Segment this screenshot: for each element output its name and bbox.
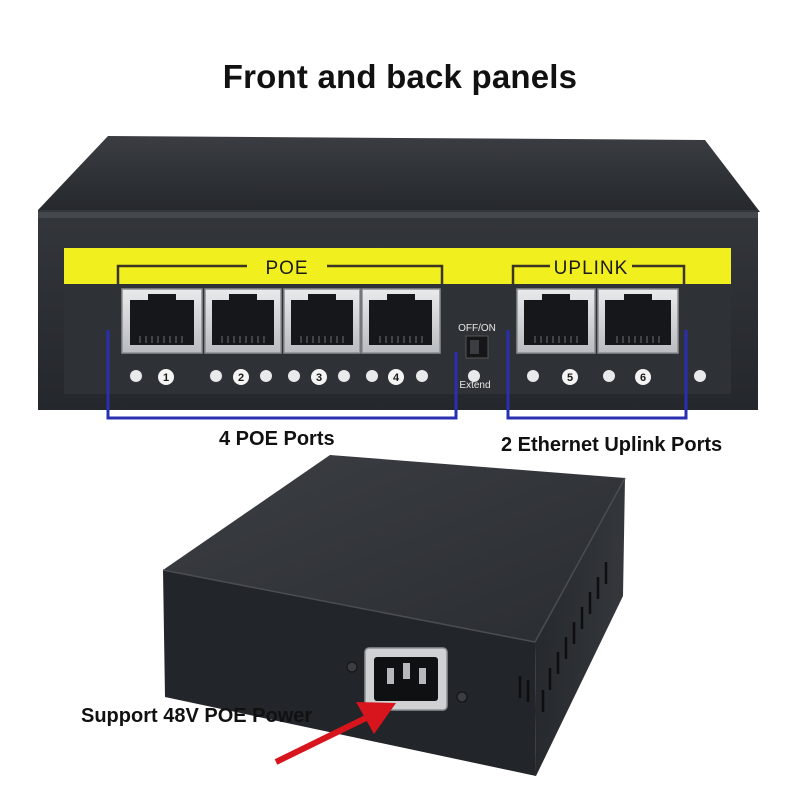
red-arrow bbox=[274, 702, 396, 765]
led-indicators bbox=[130, 370, 706, 382]
back-switch-top bbox=[163, 455, 625, 642]
uplink-port-5 bbox=[516, 288, 596, 354]
back-switch bbox=[162, 455, 626, 776]
power-socket bbox=[364, 647, 448, 711]
back-switch-rear bbox=[163, 570, 536, 776]
power-caption: Support 48V POE Power bbox=[81, 705, 313, 727]
uplink-ports-bracket bbox=[506, 330, 688, 420]
uplink-port-6 bbox=[597, 288, 679, 354]
poe-ports-caption: 4 POE Ports bbox=[219, 428, 335, 450]
poe-port-2 bbox=[204, 288, 282, 354]
switch-label-bottom: Extend bbox=[459, 380, 490, 391]
poe-ports-bracket bbox=[106, 330, 458, 420]
screw bbox=[456, 691, 468, 703]
screw bbox=[346, 661, 358, 673]
switch-label-top: OFF/ON bbox=[458, 323, 496, 334]
poe-port-1 bbox=[121, 288, 203, 354]
vent-slots bbox=[518, 562, 608, 712]
port-number-4: 4 bbox=[393, 372, 400, 384]
poe-group-label: POE bbox=[265, 258, 308, 279]
port-number-3: 3 bbox=[316, 372, 322, 384]
poe-port-4 bbox=[361, 288, 441, 354]
poe-port-3 bbox=[283, 288, 361, 354]
front-switch bbox=[38, 136, 760, 410]
page-title: Front and back panels bbox=[222, 58, 578, 95]
uplink-group-label: UPLINK bbox=[554, 258, 629, 279]
port-number-5: 5 bbox=[567, 372, 573, 384]
port-number-6: 6 bbox=[640, 372, 646, 384]
port-number-2: 2 bbox=[238, 372, 244, 384]
uplink-ports-caption: 2 Ethernet Uplink Ports bbox=[501, 434, 723, 456]
back-switch-side bbox=[535, 478, 625, 776]
port-number-1: 1 bbox=[163, 372, 169, 384]
front-switch-top bbox=[38, 136, 760, 212]
